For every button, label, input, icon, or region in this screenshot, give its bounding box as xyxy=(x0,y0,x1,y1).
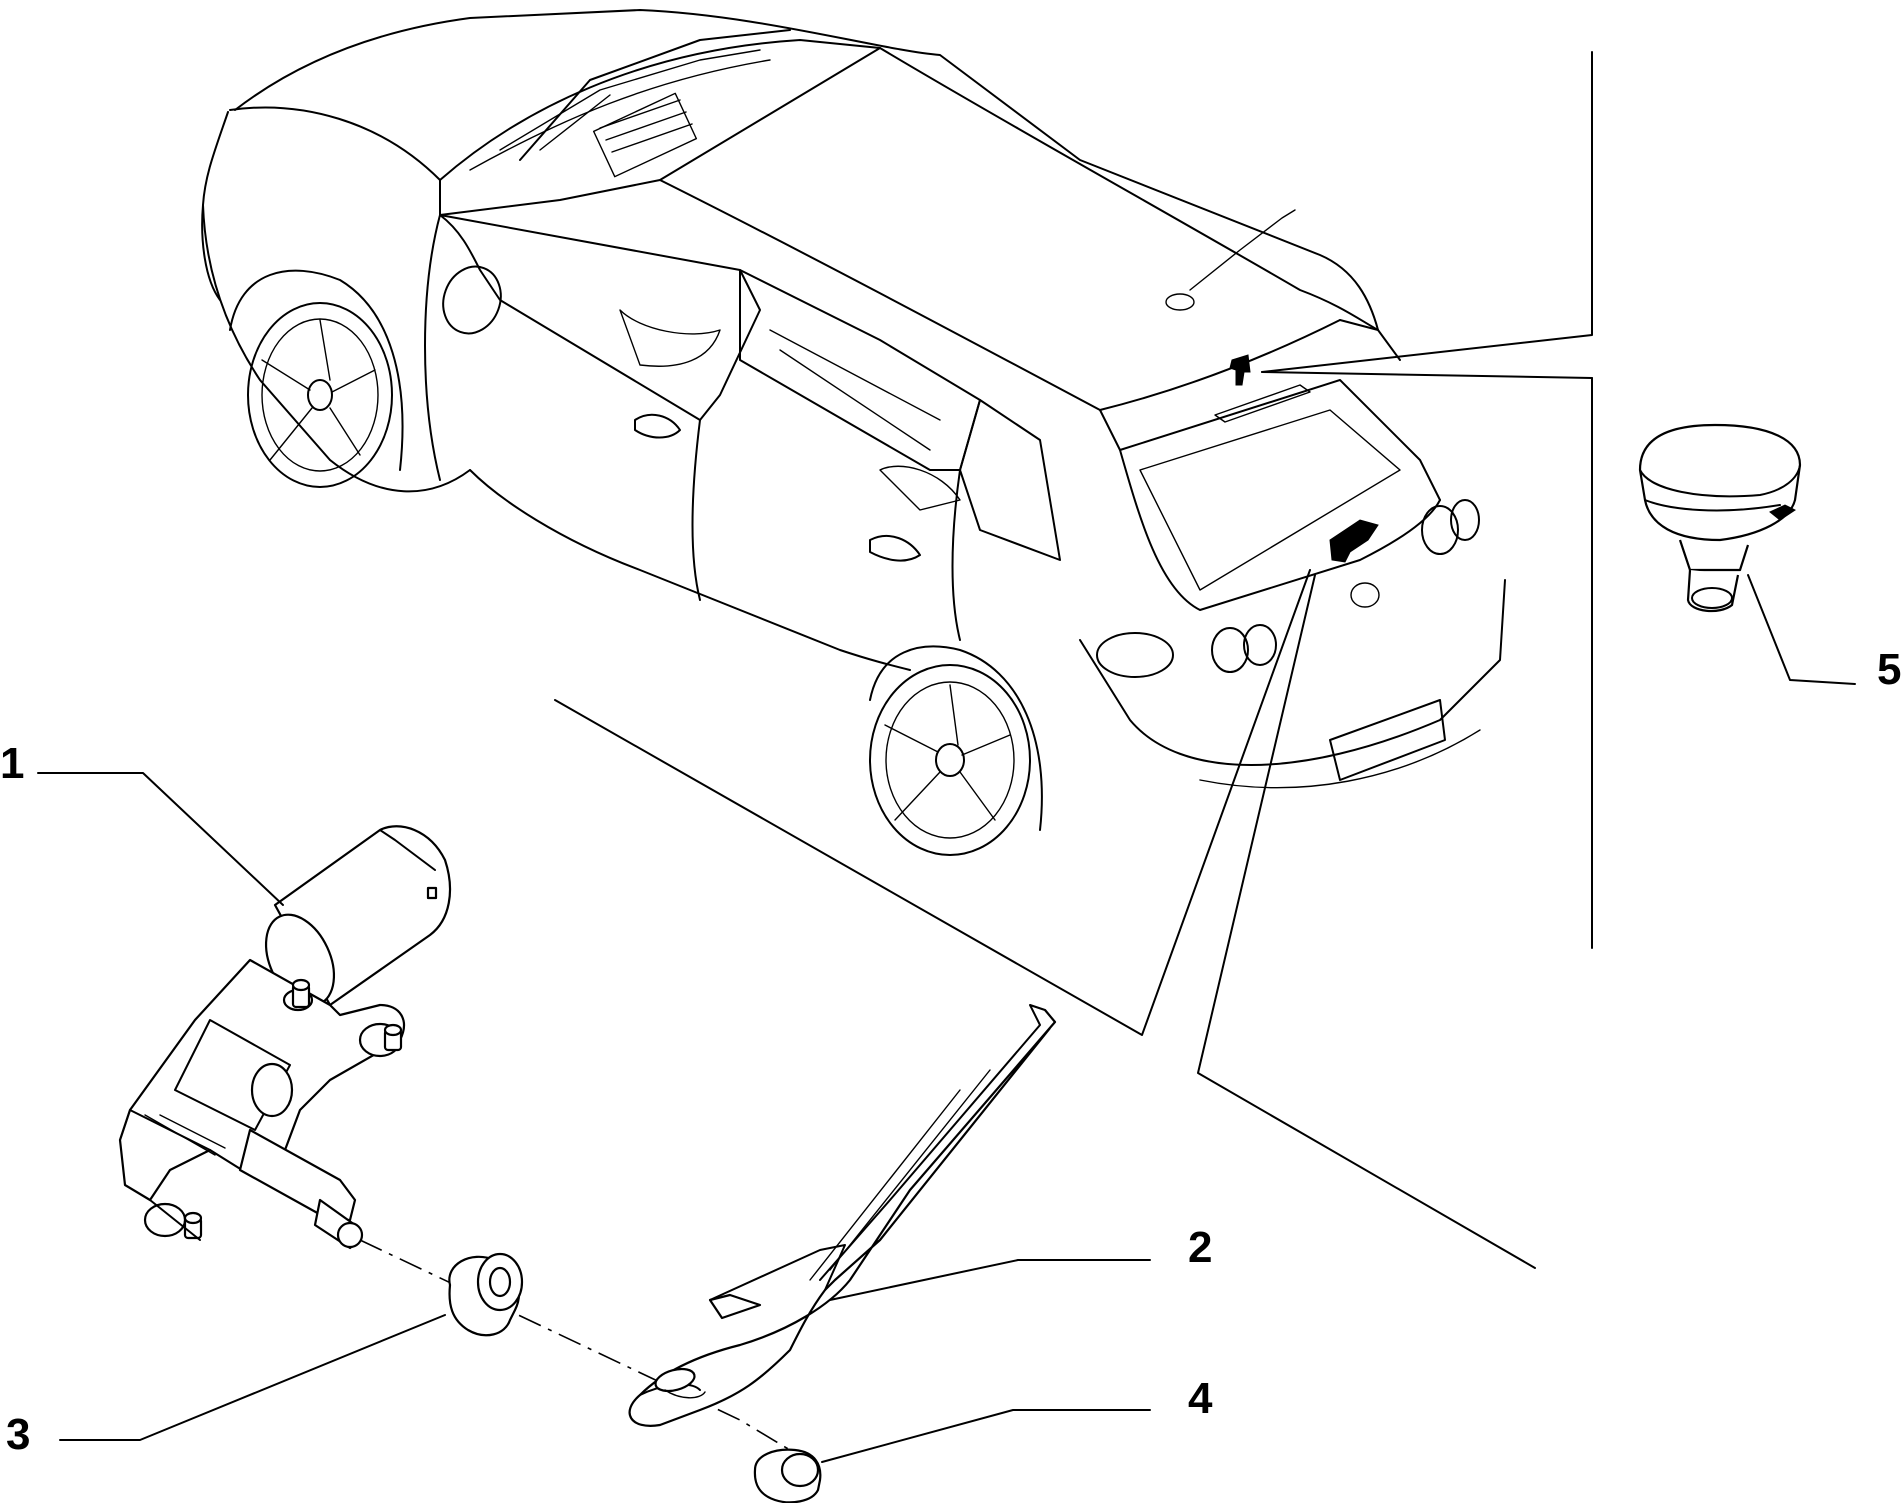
callout-1: 1 xyxy=(0,739,24,788)
wiper-arm-part xyxy=(628,1003,1057,1427)
washer-nozzle-part xyxy=(1638,423,1802,613)
car-illustration xyxy=(201,9,1506,856)
grommet-part xyxy=(448,1252,524,1337)
callout-4: 4 xyxy=(1188,1374,1213,1423)
leader-3 xyxy=(59,1314,446,1441)
leader-2 xyxy=(829,1259,1151,1301)
rear-wheel xyxy=(869,664,1031,856)
callout-3: 3 xyxy=(6,1410,30,1459)
leader-4 xyxy=(821,1409,1151,1463)
front-wheel xyxy=(247,302,393,488)
callout-2: 2 xyxy=(1188,1223,1212,1272)
leader-1 xyxy=(37,772,284,906)
nut-part xyxy=(753,1448,822,1503)
callout-5: 5 xyxy=(1877,645,1901,694)
wiper-motor-part xyxy=(118,825,452,1250)
